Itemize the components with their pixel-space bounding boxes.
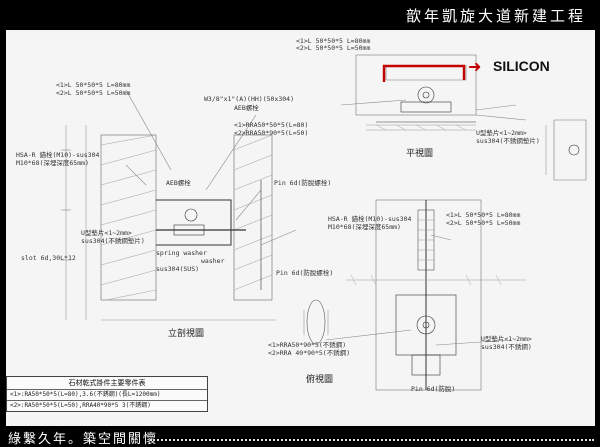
title-bar: 歆年凱旋大道新建工程 [0,0,600,30]
pad-note-left: U型墊片<1~2mm> [81,229,132,237]
silicon-callout: SILICON [493,58,550,74]
rra1-note-side: <1>RRA50*90*5(不銹鋼) [268,341,347,349]
rra2-note-side: <2>RRA 40*90*5(不銹鋼) [268,349,351,357]
hsa-anchor-note-side: HSA-R 錨栓(M10)-sus304 [328,215,412,223]
drawing-sheet: ➜ SILICON <1>L 50*50*5 L=80mm <2>L 50*50… [6,30,595,426]
elevation-view-title: 立剖視圖 [168,329,205,339]
parts-table-header: 石材乾式掛件主要零件表 [68,379,146,387]
side-angle-note-1: <1>L 50*50*5 L=80mm [446,211,521,219]
plan-view-title: 平視圖 [406,149,434,159]
aebar-note: AEB螺栓 [234,104,259,112]
footer-bar: 綠繫久年。築空間關懷 [0,426,600,447]
mid-angle-note-1: <1>L 50*50*5 L=80mm [56,81,131,89]
pin-note-2: Pin 6d(防脫螺栓) [276,269,334,277]
side-angle-note-2: <2>L 50*50*5 L=50mm [446,219,521,227]
top-angle-note-2: <2>L 50*50*5 L=50mm [296,44,371,52]
pad-note: U型墊片<1~2mm> [476,129,527,137]
pin-note-side: Pin 6d(防脫) [411,385,456,393]
spring-washer-note: spring washer [156,249,207,257]
sus-note-side: sus304(不銹鋼) [481,343,532,351]
footer-slogan: 綠繫久年。築空間關懷 [8,432,159,447]
parts-table-row-2: <2>:RA50*50*5(L=50),RRA40*90*5 3(不銹鋼) [7,400,207,411]
slot-note: slot 6d,30L*12 [21,254,76,262]
mid-angle-note-2: <2>L 50*50*5 L=50mm [56,89,131,97]
w3-bolt-note: W3/8"x1"(A)(HH)(50x304) [204,95,295,103]
hsa-anchor-note: HSA-R 錨栓(M10)-sus304 [16,151,100,159]
pad-sus-note: sus304(不銹鋼墊片) [476,137,540,145]
pin-note: Pin 6d(防脫螺栓) [274,179,332,187]
parts-table-row-1: <1>:RA50*50*5(L=80),3.6(不銹鋼)(長L=1200mm) [7,389,207,400]
sus-note-left: sus304(不銹鋼墊片) [81,237,145,245]
parts-table: 石材乾式掛件主要零件表 <1>:RA50*50*5(L=80),3.6(不銹鋼)… [6,376,208,412]
rh2-note: <2>RRA50*90*5(L=50) [234,129,309,137]
sus-note: sus304(SUS) [156,265,200,273]
side-view-title: 俯視圖 [306,375,334,385]
arrow-right-icon: ➜ [468,57,482,76]
rh1-note: <1>RRA50*50*5(L=80) [234,121,309,129]
top-angle-note-1: <1>L 50*50*5 L=80mm [296,37,371,45]
aebar-note-2: AEB螺栓 [166,179,191,187]
washer-note: washer [201,257,225,265]
footer-dotted-rule [150,439,594,441]
m10-note: M10*68(深埋深度65mm) [16,159,89,167]
pad-note-side: U型墊片<1~2mm> [481,335,532,343]
technical-drawing [61,54,587,391]
project-title: 歆年凱旋大道新建工程 [405,7,586,25]
m10-note-side: M10*68(深埋深度65mm) [328,223,401,231]
